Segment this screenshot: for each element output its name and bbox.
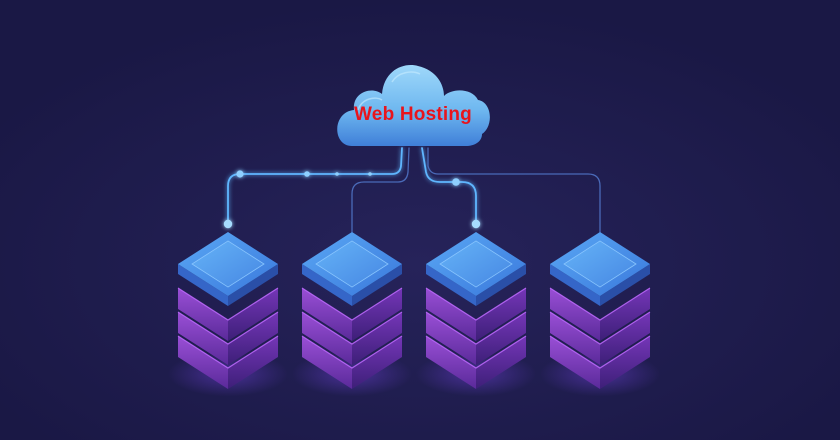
connector-line-server-1 [227, 147, 403, 223]
server-top-panel [315, 240, 389, 288]
server-slab [301, 287, 403, 341]
servers [168, 232, 660, 397]
connector-node [223, 219, 233, 229]
server-top-side [178, 264, 228, 306]
server-top-side [476, 264, 526, 306]
server-top-panel [439, 240, 513, 288]
connector-line-server-3 [421, 147, 477, 223]
server-slab [549, 311, 651, 365]
server-stack-1 [168, 232, 288, 397]
server-stack-4 [540, 232, 660, 397]
connector-line-server-2 [351, 147, 410, 233]
server-stack-2 [292, 232, 412, 397]
server-slab [301, 335, 403, 389]
server-slab [177, 335, 279, 389]
cloud-label: Web Hosting [354, 104, 472, 125]
connector-node [471, 219, 481, 229]
server-slab [549, 287, 651, 341]
server-slab [425, 311, 527, 365]
server-slab [425, 335, 527, 389]
server-top-side [302, 264, 352, 306]
connector-lines [227, 147, 601, 233]
connector-node [452, 178, 460, 186]
server-slab [177, 287, 279, 341]
server-top-side [426, 264, 476, 306]
server-slab [301, 311, 403, 365]
server-stack-3 [416, 232, 536, 397]
server-top-side [352, 264, 402, 306]
connector-node [368, 172, 372, 176]
connector-node [335, 172, 339, 176]
server-slab [425, 287, 527, 341]
server-top-panel [191, 240, 265, 288]
server-slab [177, 311, 279, 365]
server-top-panel [563, 240, 637, 288]
server-top-side [550, 264, 600, 306]
cloud-icon [337, 65, 490, 146]
connector-line-server-4 [427, 147, 601, 233]
connector-nodes [223, 170, 481, 229]
server-top-side [228, 264, 278, 306]
server-slab [549, 335, 651, 389]
connector-node [236, 170, 244, 178]
connector-node [304, 171, 310, 177]
server-top-side [600, 264, 650, 306]
